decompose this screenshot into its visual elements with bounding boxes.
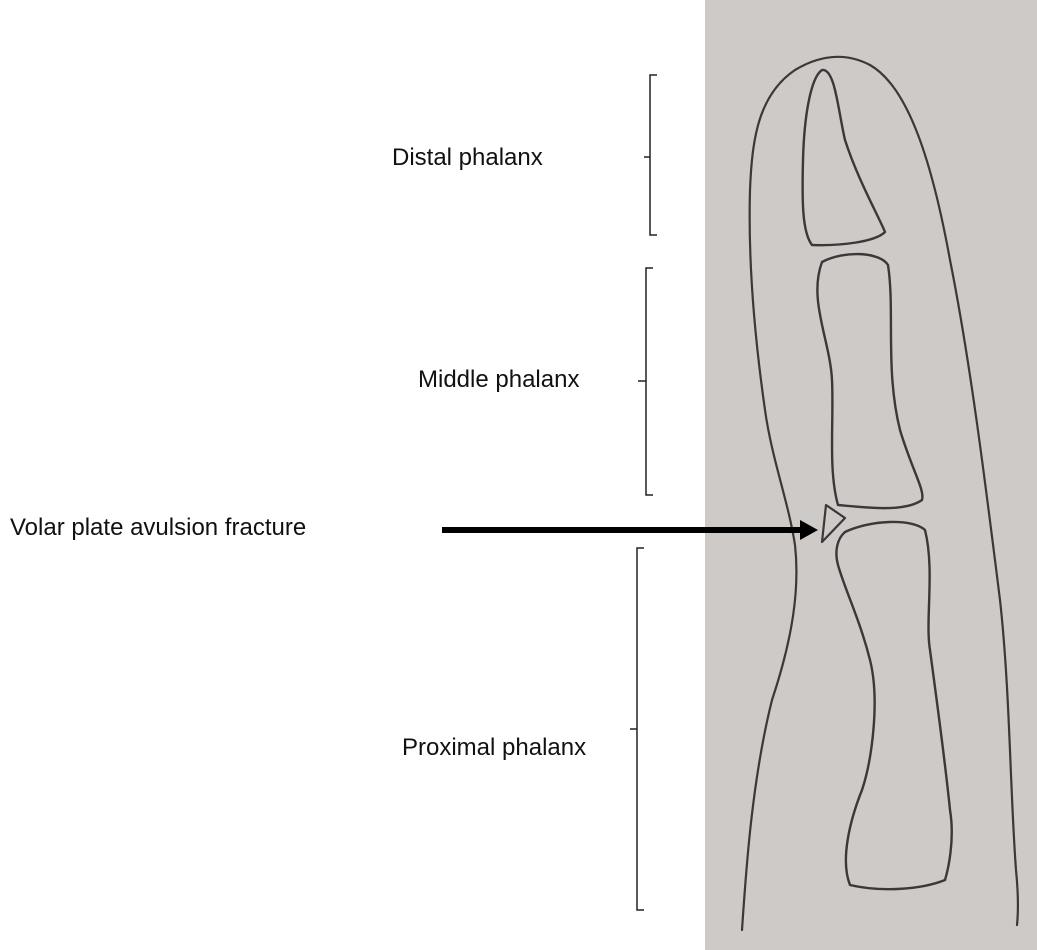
- distal-bracket: [644, 75, 657, 235]
- middle-phalanx-label: Middle phalanx: [418, 368, 579, 392]
- distal-phalanx-label: Distal phalanx: [392, 146, 543, 170]
- middle-bracket: [638, 268, 653, 495]
- volar-plate-fracture-label: Volar plate avulsion fracture: [10, 516, 306, 540]
- proximal-bracket: [630, 548, 644, 910]
- proximal-phalanx-label: Proximal phalanx: [402, 736, 586, 760]
